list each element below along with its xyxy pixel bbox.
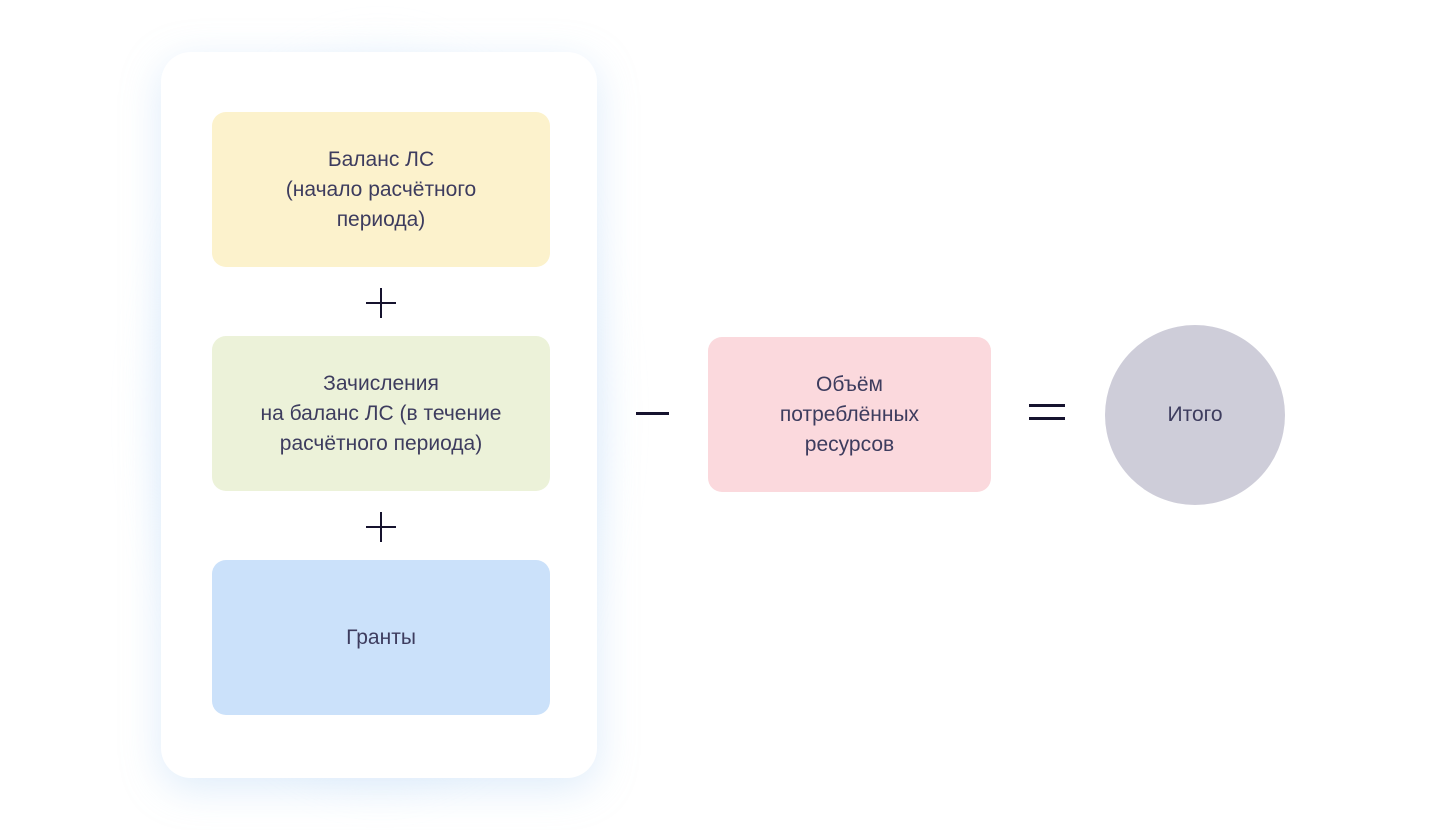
consumed-resources-box: Объём потреблённых ресурсов: [708, 337, 991, 492]
minus-icon: [636, 412, 669, 415]
balance-box: Баланс ЛС (начало расчётного периода): [212, 112, 550, 267]
plus-icon-1: [366, 288, 396, 318]
plus-icon-vertical-bar: [379, 512, 382, 542]
equals-icon: [1029, 400, 1065, 428]
plus-icon-vertical-bar: [379, 288, 382, 318]
plus-icon-2: [366, 512, 396, 542]
equals-icon-top-bar: [1029, 404, 1065, 407]
equals-icon-bottom-bar: [1029, 417, 1065, 420]
credits-box: Зачисления на баланс ЛС (в течение расчё…: [212, 336, 550, 491]
grants-box: Гранты: [212, 560, 550, 715]
total-circle: Итого: [1105, 325, 1285, 505]
